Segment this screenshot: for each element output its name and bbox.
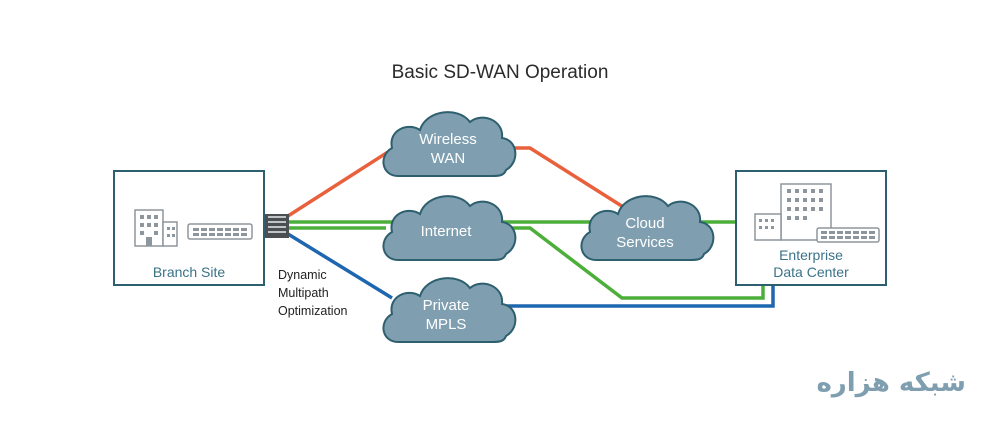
switch-port-icon (265, 214, 289, 238)
mpls-link (287, 232, 775, 308)
wireless-line1: Wireless (419, 131, 477, 148)
watermark-logo: شبکه هزاره (816, 368, 966, 398)
cloud-services-line1: Cloud (625, 215, 665, 232)
router-icon (187, 223, 253, 240)
optimization-line3: Optimization (278, 304, 348, 318)
cloud-services-line2: Services (616, 234, 674, 251)
datacenter-line1: Enterprise (779, 247, 843, 263)
internet-label: Internet (386, 222, 506, 241)
datacenter-label: Enterprise Data Center (735, 247, 887, 281)
mpls-label: Private MPLS (386, 296, 506, 334)
diagram-title: Basic SD-WAN Operation (391, 62, 609, 83)
datacenter-line2: Data Center (773, 264, 849, 280)
mpls-line1: Private (422, 297, 470, 314)
wireless-line2: WAN (430, 150, 466, 167)
optimization-line1: Dynamic (278, 268, 327, 282)
wireless-wan-label: Wireless WAN (388, 130, 508, 168)
mpls-line2: MPLS (425, 316, 467, 333)
data-center-icon (754, 183, 880, 243)
optimization-label: Dynamic Multipath Optimization (278, 266, 347, 320)
internet-line1: Internet (420, 223, 472, 240)
cloud-services-label: Cloud Services (585, 214, 705, 252)
branch-site-label: Branch Site (152, 264, 226, 280)
internet-link-to-datacenter (288, 226, 765, 300)
optimization-line2: Multipath (278, 286, 329, 300)
building-icon (134, 209, 178, 247)
branch-site-box (113, 170, 265, 286)
datacenter-box (735, 170, 887, 286)
